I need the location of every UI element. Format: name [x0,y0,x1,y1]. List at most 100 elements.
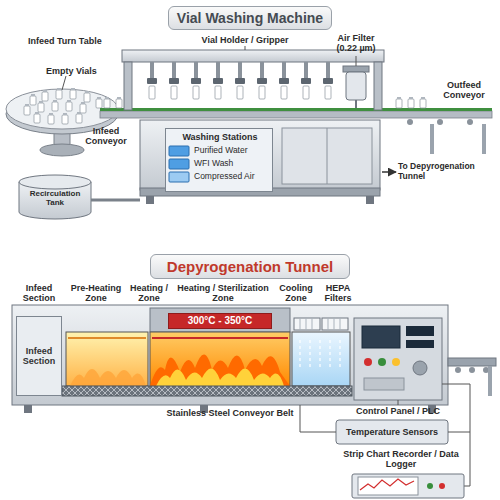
roller [455,367,461,373]
cabinet-door [282,128,372,184]
part-label: HEPA Filters [318,283,358,304]
part-label: Empty Vials [46,66,106,76]
cooling-window [292,332,350,386]
part-label: Vial Holder / Gripper [190,35,300,45]
part-label: Strip Chart Recorder / Data Logger [336,449,466,470]
frame-pillar [374,62,382,110]
hepa-filter [322,318,348,330]
vial [116,97,122,108]
vial [396,97,402,108]
vial [52,100,58,111]
vial [42,90,48,101]
stop-button [364,358,372,366]
status-lamp [439,483,445,489]
conveyor-leg [430,124,434,154]
part-label: Temperature Sensors [336,427,448,437]
part-label: Heating / Zone [126,283,172,304]
sensor-wire [300,405,336,432]
vial-gripper [147,62,157,99]
node-text: Vial Washing Machine [177,10,323,26]
washing-station-panel: Washing StationsPurified WaterWFI WashCo… [165,128,273,192]
node-text: Compressed Air [194,172,272,182]
node-text: Washing Stations [166,132,274,142]
vial-gripper [279,62,289,99]
air-filter [346,72,366,100]
vial [38,101,44,112]
vial [56,88,62,99]
part-label: Pre-Heating Zone [66,283,126,304]
cabinet-foot [366,196,374,204]
preheat-window [66,332,148,386]
wfi-module [169,159,189,169]
vial-gripper [213,62,223,99]
frame-pillar [124,62,132,110]
flames [150,354,290,386]
chart-trace [360,479,414,490]
vial [80,102,86,113]
vial [420,97,426,108]
conveyor-leg [488,366,492,396]
conveyor-leg [482,124,486,154]
readout [406,326,434,336]
cabinet-foot [146,196,154,204]
heater-element [68,337,146,339]
roller [407,119,413,125]
vial [104,97,110,108]
readout [406,340,434,348]
part-label: Control Panel / PLC [340,406,456,416]
chart-paper [358,477,418,495]
part-label: Stainless Steel Conveyor Belt [130,408,330,418]
section-title-box: Vial Washing Machine [168,6,332,30]
part-label: Infeed Conveyor [74,126,138,147]
recorder-unit [352,474,464,498]
status-lamp [427,483,433,489]
alarm-lamp [392,358,400,366]
vial-gripper [301,62,311,99]
vial-gripper [169,62,179,99]
inner-flames [156,368,284,386]
roller [467,119,473,125]
heating-hood [150,308,290,332]
tunnel-body [12,305,448,405]
mesh-belt [62,386,352,396]
signal-wire [442,384,470,486]
heater-element [152,337,288,339]
vial [76,112,82,123]
node-text: Infeed Section [17,346,61,367]
leader-line [398,400,399,405]
vial-gripper [235,62,245,99]
vial [96,97,102,108]
vial-gripper [323,62,333,99]
door-seam [327,128,328,184]
keypad [364,378,404,390]
air-flow [300,340,340,370]
vial [62,113,68,124]
part-label: Air Filter (0.22 µm) [328,33,384,54]
part-label: Outfeed Conveyor [434,80,494,101]
part-label: Recirculation Tank [20,189,90,207]
conveyor-belt [100,111,492,118]
conveyor-rail [100,108,492,111]
temperature-badge: 300°C - 350°C [168,313,272,329]
water-module [169,146,189,156]
selector-knob [413,361,427,375]
return-pipe [91,199,140,202]
air-module [169,172,189,182]
part-label: Cooling Zone [276,283,316,304]
node-text: WFI Wash [194,159,272,169]
vial-gripper [257,62,267,99]
vial [70,88,76,99]
vial [84,91,90,102]
control-cabinet [354,318,442,400]
infeed-section-box: Infeed Section [16,316,62,396]
vial [30,94,36,105]
part-label: To Depyrogenation Tunnel [398,162,494,182]
tank-top [19,175,91,189]
section-title-box: Depyrogenation Tunnel [150,254,350,279]
hmi-screen [362,326,400,348]
preheat-glow [70,369,146,386]
roller [469,367,475,373]
part-label: Infeed Turn Table [28,36,118,46]
filter-grid [300,318,340,330]
start-button [378,358,386,366]
